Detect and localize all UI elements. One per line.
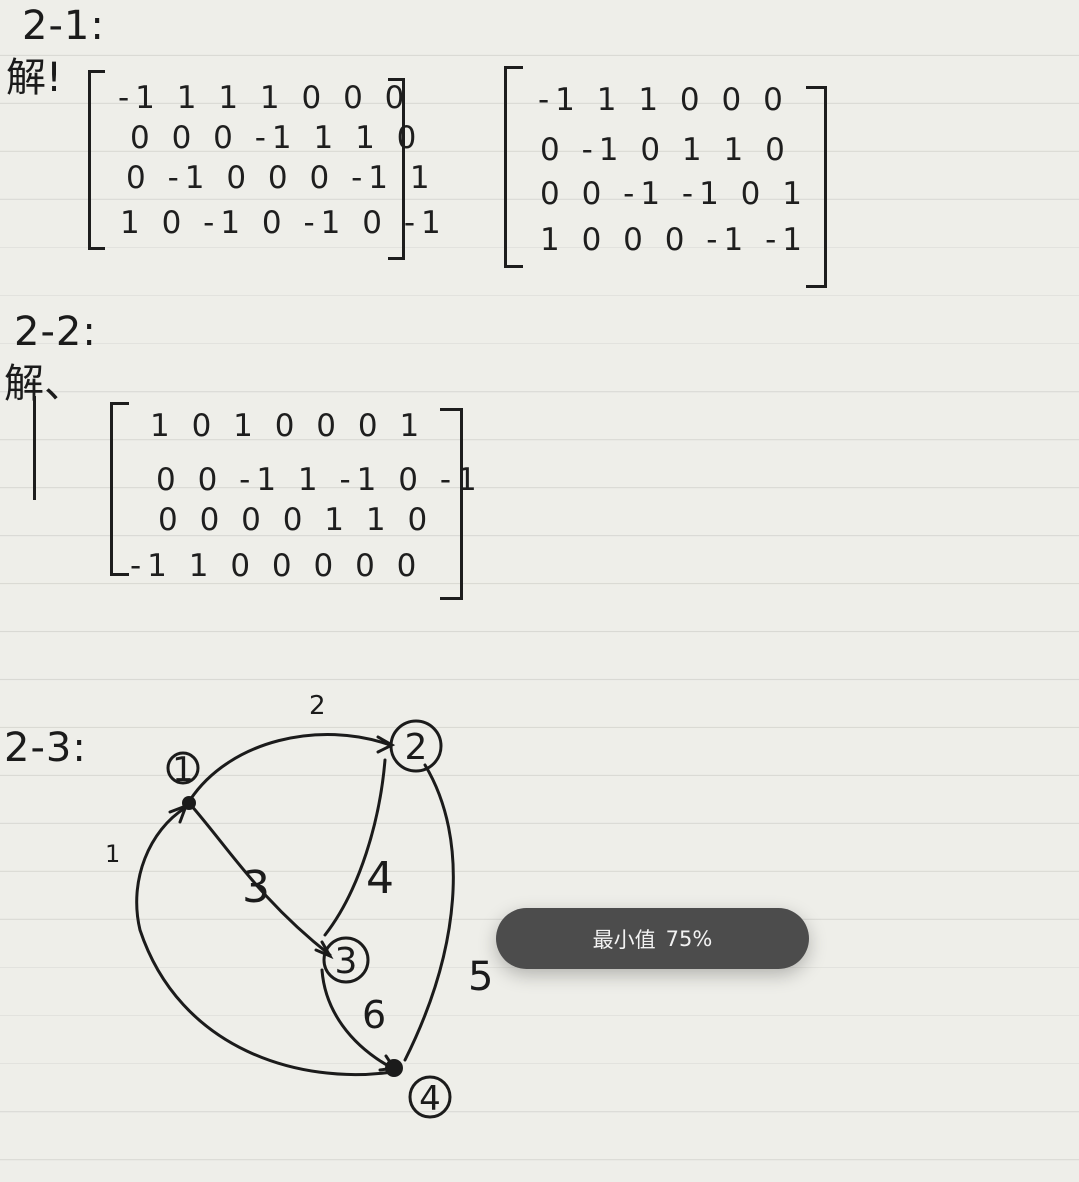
edge-label: 6 xyxy=(362,993,386,1037)
node-label: 4 xyxy=(419,1079,441,1119)
arrow-head xyxy=(314,940,334,960)
node-label: 1 xyxy=(172,750,194,790)
matrix-row: 0 -1 0 0 0 -1 1 xyxy=(126,160,436,196)
edge-label: 4 xyxy=(366,853,394,904)
edge-label: 2 xyxy=(309,691,326,721)
node-label: 3 xyxy=(335,941,358,982)
node-label: 2 xyxy=(405,727,428,768)
graph-edge xyxy=(188,802,332,957)
graph-edge xyxy=(320,968,394,1070)
node-circle xyxy=(389,719,443,773)
toast-label: 最小值 xyxy=(592,927,656,952)
solution-mark-2-2: 解、 xyxy=(4,361,84,407)
matrix-row: 1 0 -1 0 -1 0 -1 xyxy=(120,205,447,241)
matrix-row: 0 0 -1 1 -1 0 -1 xyxy=(156,462,483,498)
pen-stroke xyxy=(33,396,36,500)
matrix-right-bracket xyxy=(806,86,827,288)
matrix-row: -1 1 1 1 0 0 0 xyxy=(118,80,411,116)
matrix-row: 0 0 0 -1 1 1 0 xyxy=(130,120,423,156)
node-circle xyxy=(322,936,370,984)
graph-edge xyxy=(323,758,387,937)
matrix-row: 1 0 1 0 0 0 1 xyxy=(150,408,426,444)
graph-edge xyxy=(188,733,392,802)
matrix-right-bracket xyxy=(388,78,405,260)
edge-label: 1 xyxy=(105,840,120,868)
section-label-2-2: 2-2: xyxy=(14,309,97,355)
matrix-row: -1 1 1 0 0 0 xyxy=(538,82,789,118)
node-circle xyxy=(166,751,200,785)
zoom-toast: 最小值 75% xyxy=(496,908,809,969)
edge-label: 5 xyxy=(468,954,493,1000)
matrix-row: 1 0 0 0 -1 -1 xyxy=(540,222,808,258)
matrix-row: -1 1 0 0 0 0 0 xyxy=(130,548,423,584)
matrix-row: 0 0 0 0 1 1 0 xyxy=(158,502,434,538)
solution-mark-2-1: 解! xyxy=(6,55,63,101)
directed-graph: 1 2 3 4 1 2 3 4 5 6 xyxy=(105,691,493,1119)
matrix-row: 0 -1 0 1 1 0 xyxy=(540,132,791,168)
matrix-left-bracket xyxy=(88,70,105,250)
edge-label: 3 xyxy=(242,862,270,913)
graph-vertex xyxy=(385,1059,403,1077)
graph-edge xyxy=(135,806,394,1076)
matrix-left-bracket xyxy=(110,402,129,576)
section-label-2-1: 2-1: xyxy=(22,3,105,49)
matrix-row: 0 0 -1 -1 0 1 xyxy=(540,176,808,212)
section-label-2-3: 2-3: xyxy=(4,725,87,771)
matrix-left-bracket xyxy=(504,66,523,268)
node-circle xyxy=(408,1075,452,1119)
matrix-right-bracket xyxy=(440,408,463,600)
graph-edge xyxy=(403,763,455,1062)
graph-vertex xyxy=(182,796,196,810)
toast-value: 75% xyxy=(665,926,713,951)
